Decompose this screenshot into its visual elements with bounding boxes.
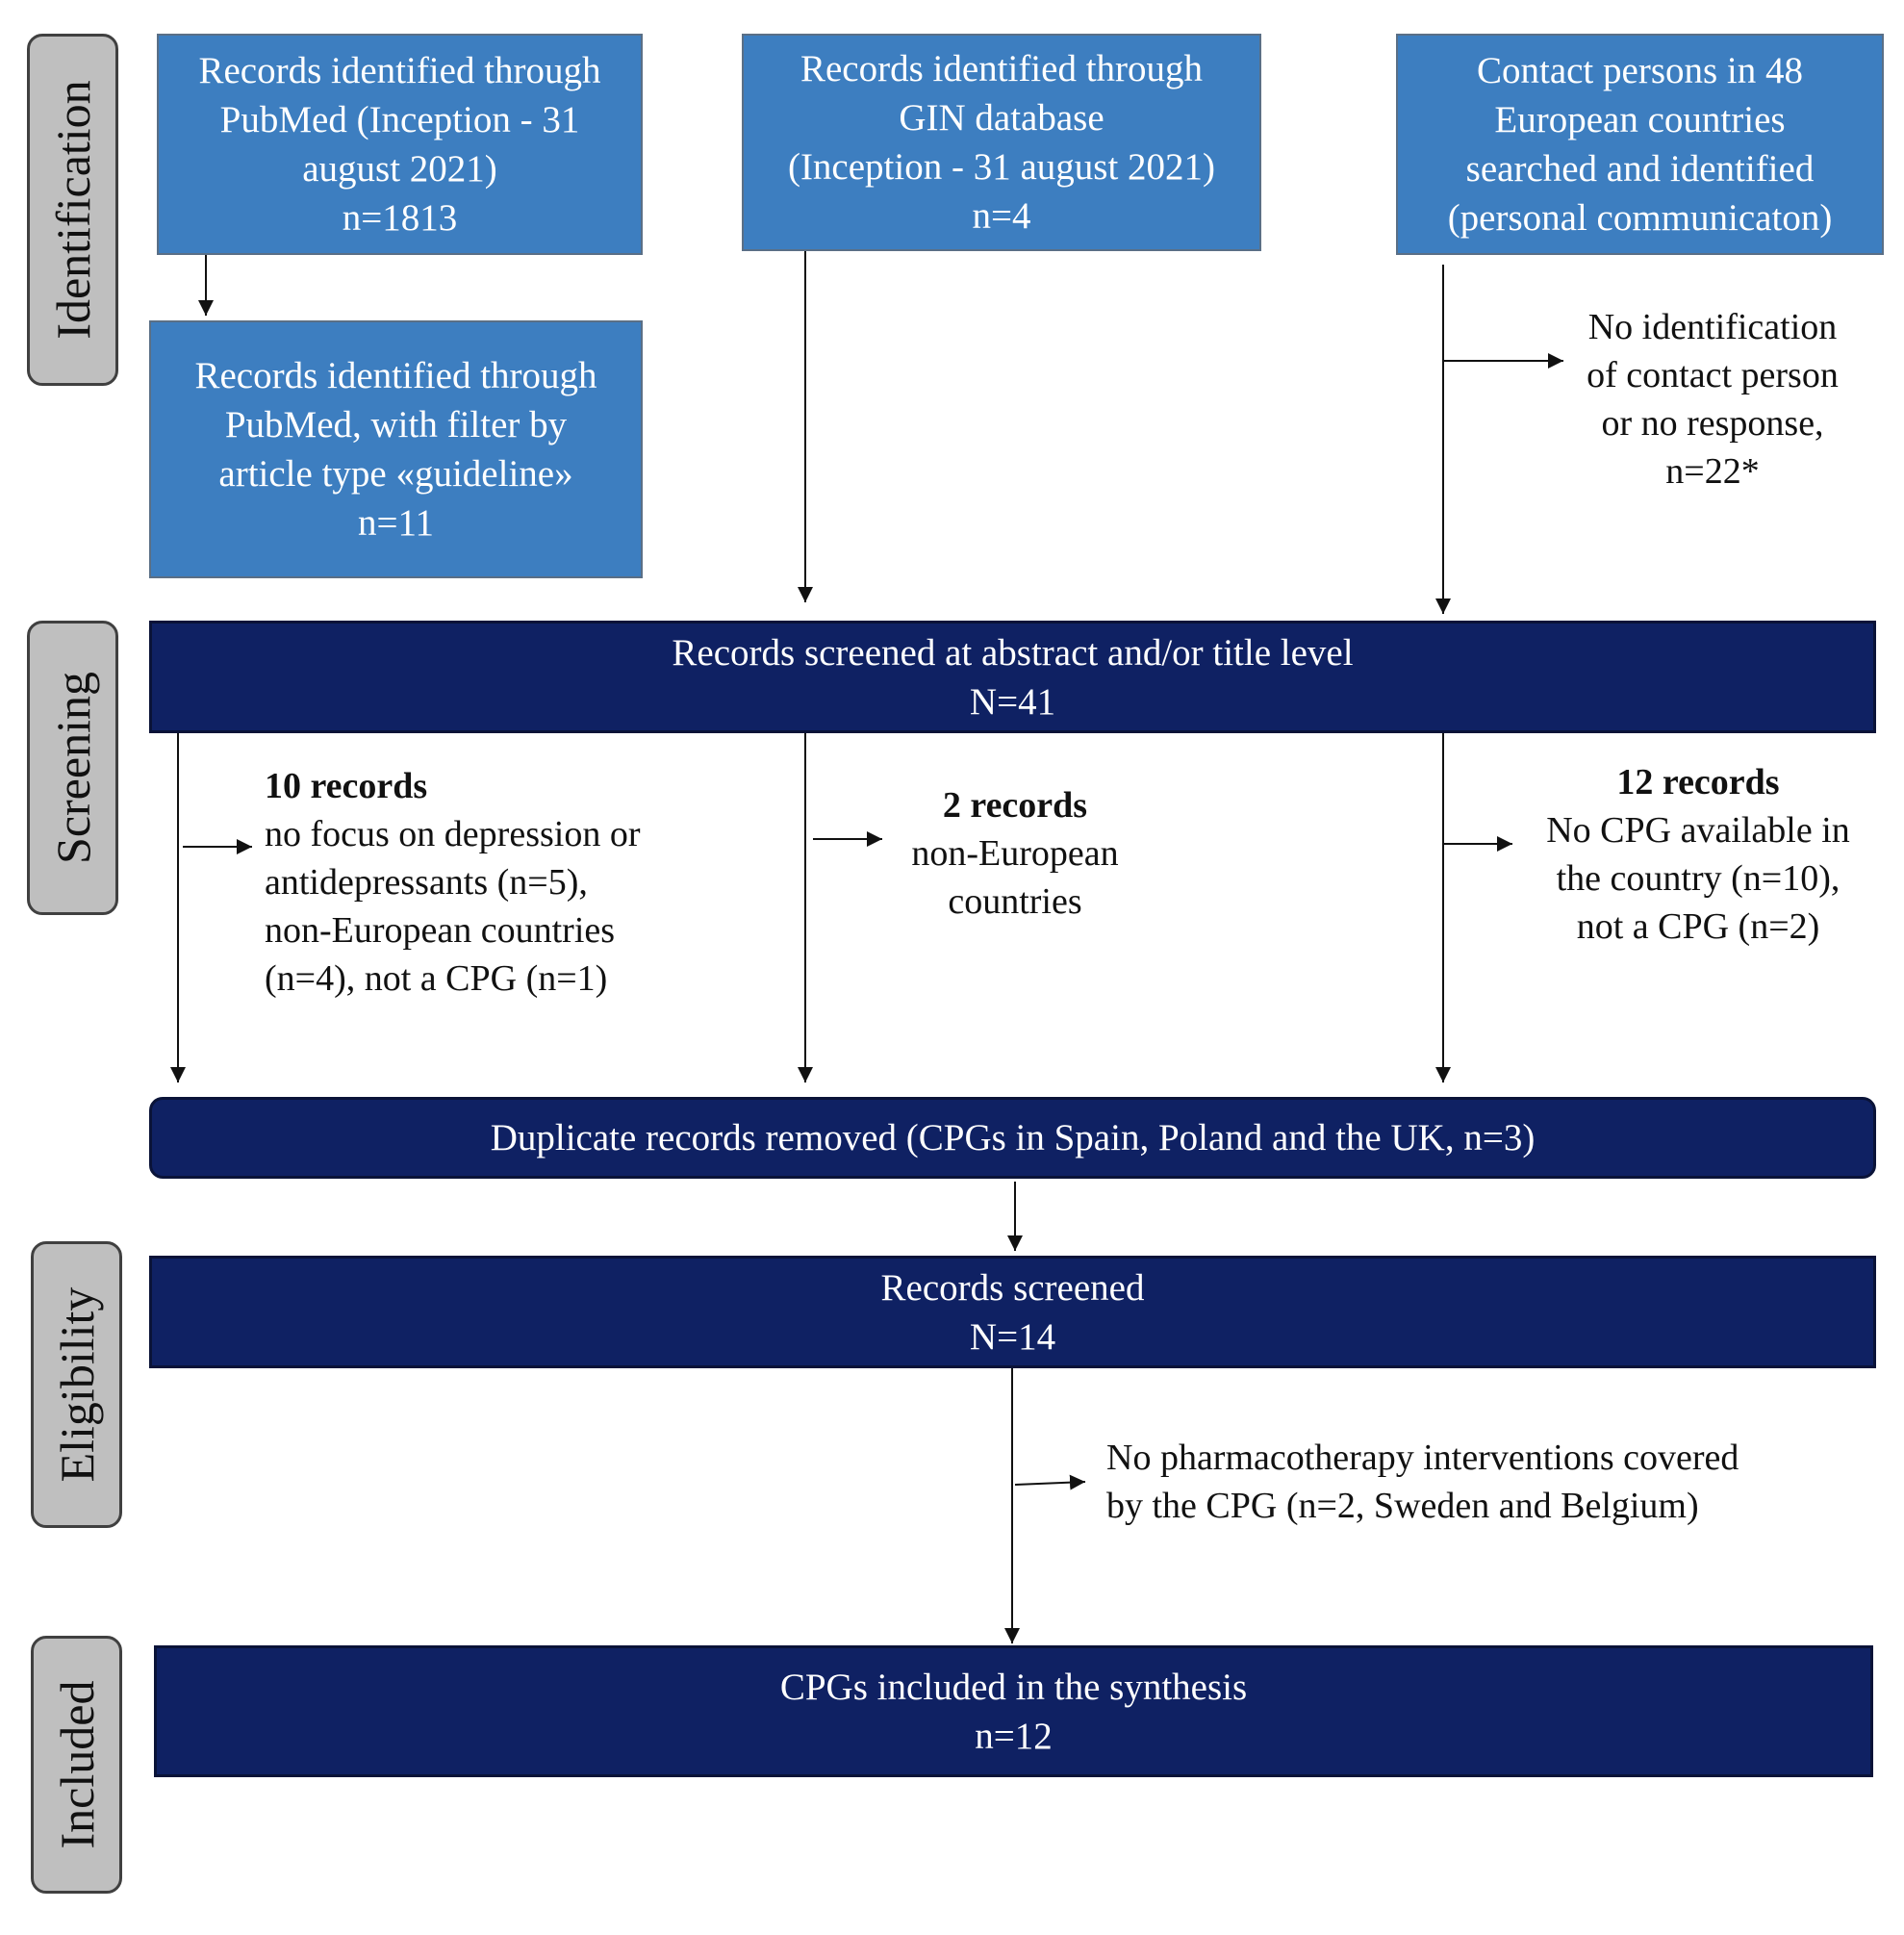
no-contact-count: n=22* — [1665, 451, 1760, 492]
exclusion-left-line-4: (n=4), not a CPG (n=1) — [265, 958, 608, 999]
pubmed-count: n=1813 — [342, 197, 458, 239]
cpgs-included-label: CPGs included in the synthesis — [779, 1666, 1248, 1708]
pubmed-filtered-count: n=11 — [357, 502, 435, 544]
no-contact-line-3: or no response, — [1601, 403, 1824, 444]
eligibility-exclusion-note: No pharmacotherapy interventions covered… — [1106, 1434, 1857, 1530]
exclusion-left-line-1: no focus on depression or — [265, 814, 641, 854]
pubmed-filtered-line-3: article type «guideline» — [218, 453, 573, 495]
gin-line-1: Records identified through — [800, 48, 1204, 89]
exclusion-left-heading: 10 records — [265, 766, 428, 806]
exclusion-right-line-1: No CPG available in — [1546, 810, 1850, 851]
records-screened-label: Records screened — [880, 1266, 1145, 1309]
cpgs-included-box: CPGs included in the synthesis n=12 — [154, 1645, 1873, 1777]
no-contact-note: No identification of contact person or n… — [1549, 303, 1876, 496]
no-contact-line-2: of contact person — [1587, 355, 1839, 395]
pubmed-source-box: Records identified through PubMed (Incep… — [157, 34, 643, 255]
exclusion-left-line-3: non-European countries — [265, 910, 616, 951]
eligibility-note-line-2: by the CPG (n=2, Sweden and Belgium) — [1106, 1486, 1699, 1526]
arrow-exclude-eligibility — [1014, 1474, 1086, 1490]
pubmed-line-1: Records identified through — [198, 50, 601, 91]
gin-count: n=4 — [972, 195, 1031, 237]
contacts-line-1: Contact persons in 48 — [1476, 50, 1804, 91]
gin-line-2: GIN database — [899, 97, 1104, 139]
duplicates-removed-label: Duplicate records removed (CPGs in Spain… — [490, 1117, 1536, 1158]
eligibility-note-line-1: No pharmacotherapy interventions covered — [1106, 1438, 1739, 1478]
contacts-line-4: (personal communicaton) — [1447, 197, 1833, 239]
exclusion-right-line-2: the country (n=10), — [1556, 858, 1841, 899]
gin-line-3: (Inception - 31 august 2021) — [787, 146, 1216, 188]
exclusion-note-middle: 2 records non-European countries — [876, 781, 1155, 926]
stage-label-screening: Screening — [27, 621, 118, 915]
exclusion-right-line-3: not a CPG (n=2) — [1576, 906, 1820, 947]
contacts-line-2: European countries — [1494, 99, 1786, 140]
records-screened-box: Records screened N=14 — [149, 1256, 1876, 1368]
no-contact-line-1: No identification — [1587, 307, 1838, 347]
screened-abstract-count: N=41 — [969, 680, 1056, 723]
stage-label-included: Included — [31, 1636, 122, 1894]
cpgs-included-count: n=12 — [975, 1715, 1053, 1757]
exclusion-left-line-2: antidepressants (n=5), — [265, 862, 588, 903]
pubmed-line-2: PubMed (Inception - 31 — [219, 99, 580, 140]
pubmed-line-3: august 2021) — [302, 148, 497, 190]
screened-abstract-label: Records screened at abstract and/or titl… — [672, 631, 1354, 674]
exclusion-middle-line-2: countries — [948, 881, 1082, 922]
exclusion-note-left: 10 records no focus on depression or ant… — [265, 762, 707, 1003]
records-screened-count: N=14 — [969, 1315, 1056, 1358]
contacts-source-box: Contact persons in 48 European countries… — [1396, 34, 1884, 255]
pubmed-filtered-line-1: Records identified through — [194, 355, 597, 396]
exclusion-note-right: 12 records No CPG available in the count… — [1515, 758, 1881, 951]
exclusion-right-heading: 12 records — [1616, 762, 1780, 802]
pubmed-filtered-box: Records identified through PubMed, with … — [149, 320, 643, 578]
contacts-line-3: searched and identified — [1465, 148, 1815, 190]
stage-label-eligibility: Eligibility — [31, 1241, 122, 1528]
pubmed-filtered-line-2: PubMed, with filter by — [224, 404, 568, 446]
records-screened-abstract-box: Records screened at abstract and/or titl… — [149, 621, 1876, 733]
gin-source-box: Records identified through GIN database … — [742, 34, 1261, 251]
exclusion-middle-heading: 2 records — [942, 785, 1088, 826]
stage-label-identification: Identification — [27, 34, 118, 386]
duplicates-removed-box: Duplicate records removed (CPGs in Spain… — [149, 1097, 1876, 1179]
exclusion-middle-line-1: non-European — [911, 833, 1119, 874]
